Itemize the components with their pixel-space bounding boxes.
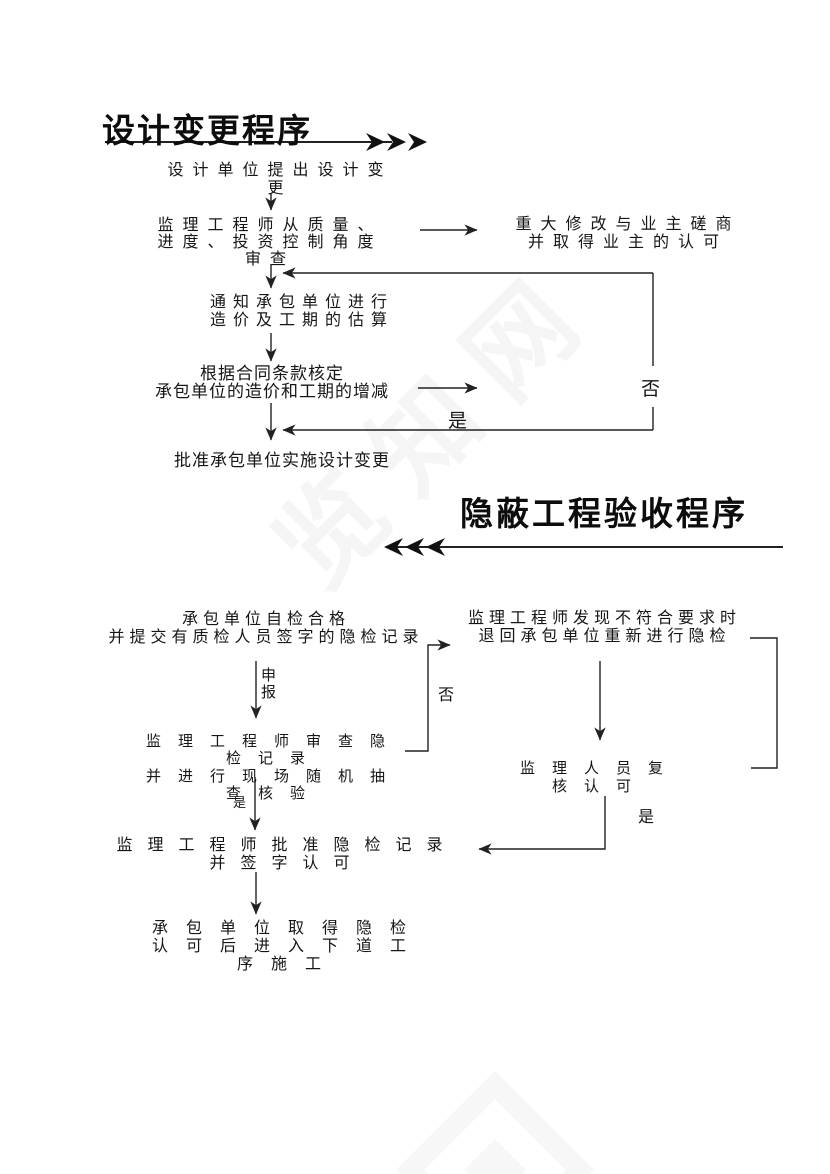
label-yes-branch-left: 是 [233, 796, 247, 811]
node-approve-and-sign-record: 监理工程师批准隐检记录 并签字认可 [116, 835, 458, 873]
label-no-branch-2: 否 [438, 685, 455, 704]
node-design-unit-proposes-change: 设计单位提出设计变 更 [167, 160, 393, 197]
label-no-branch: 否 [641, 378, 661, 400]
label-yes-branch-right: 是 [638, 807, 655, 826]
node-approve-design-change: 批准承包单位实施设计变更 [174, 451, 390, 471]
node-verify-per-contract-terms: 根据合同条款核定 承包单位的造价和工期的增减 [155, 364, 389, 402]
node-review-inspection-record: 监理工程师审查隐 检记录 并进行现场随机抽 查核验 [145, 732, 402, 803]
node-consult-owner-approval: 重大修改与业主磋商 并取得业主的认可 [515, 214, 741, 251]
section2-title: 隐蔽工程验收程序 [460, 494, 748, 533]
node-supervisor-recheck: 监理人员复 核认可 [519, 759, 680, 795]
connector-return-recheck-right-loop [750, 637, 778, 769]
node-return-for-reinspection: 监理工程师发现不符合要求时 退回承包单位重新进行隐检 [467, 608, 741, 646]
node-notify-contractor-estimate: 通知承包单位进行 造价及工期的估算 [209, 292, 394, 329]
watermark-logo-inner [463, 1138, 527, 1174]
section1-title: 设计变更程序 [102, 111, 312, 150]
node-supervisor-reviews: 监理工程师从质量、 进度、投资控制角度 审查 [157, 215, 383, 269]
arrow-recheck-yes-to-approve [478, 796, 606, 855]
title1-arrowheads-icon [366, 133, 427, 151]
node-contractor-self-check: 承包单位自检合格 并提交有质检人员签字的隐检记录 [108, 609, 424, 647]
node-proceed-next-process: 承包单位取得隐检 认可后进入下道工 序施工 [151, 918, 424, 974]
watermark-logo [396, 1071, 594, 1174]
watermark-text: 览知网 [252, 242, 621, 611]
label-declare: 申报 [261, 666, 277, 702]
label-yes-branch: 是 [448, 410, 468, 432]
